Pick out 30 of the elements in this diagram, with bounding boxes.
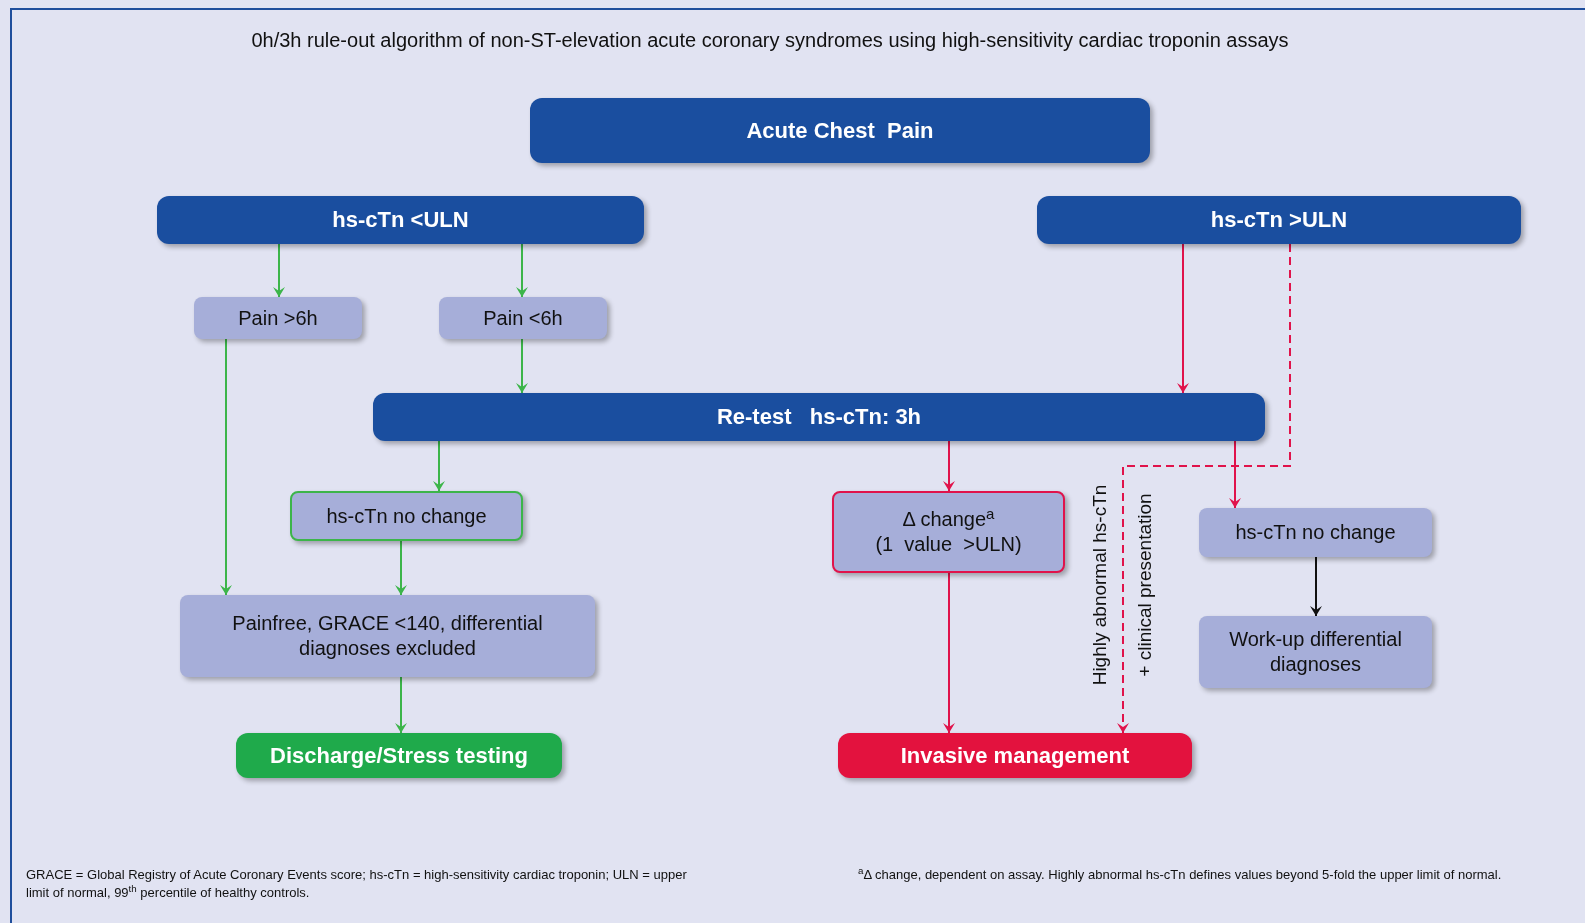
arrow bbox=[516, 338, 528, 394]
edge-label: Highly abnormal hs-cTn + clinical presentation bbox=[1087, 483, 1156, 688]
arrow bbox=[516, 243, 528, 298]
process-box: hs-cTn no change bbox=[290, 491, 523, 541]
arrow bbox=[1177, 243, 1189, 394]
process-box: Painfree, GRACE <140, differential diagnoses excluded bbox=[180, 595, 595, 677]
process-box: Re-test hs-cTn: 3h bbox=[373, 393, 1265, 441]
arrow bbox=[273, 243, 285, 298]
arrow bbox=[943, 440, 955, 492]
process-box: Δ change$^{a}$ (1 value >ULN) bbox=[832, 491, 1065, 573]
arrow bbox=[1229, 440, 1241, 509]
outcome-box: Invasive management bbox=[838, 733, 1192, 778]
process-box: Acute Chest Pain bbox=[530, 98, 1150, 163]
arrow bbox=[220, 338, 232, 596]
arrow bbox=[395, 540, 407, 596]
arrow bbox=[395, 676, 407, 734]
diagram-title: 0h/3h rule-out algorithm of non-ST-elevation acute coronary syndromes using high-sensitivity cardiac troponin assays bbox=[250, 28, 1290, 53]
arrow bbox=[1117, 243, 1291, 734]
process-box: hs-cTn no change bbox=[1199, 508, 1432, 557]
process-box: Work-up differential diagnoses bbox=[1199, 616, 1432, 688]
arrow bbox=[1310, 556, 1322, 617]
arrow bbox=[433, 440, 445, 492]
footnote: $^{a}$Δ change, dependent on assay. Highly abnormal hs-cTn defines values beyond 5-fold the upper limit of normal. bbox=[858, 866, 1503, 884]
process-box: Pain >6h bbox=[194, 297, 362, 339]
footnote: GRACE = Global Registry of Acute Coronary Events score; hs-cTn = high-sensitivity cardiac troponin; ULN = upper limit of normal, 99$^{th}$ percentile of healthy controls. bbox=[26, 866, 688, 902]
process-box: hs-cTn <ULN bbox=[157, 196, 644, 244]
process-box: Pain <6h bbox=[439, 297, 607, 339]
arrow bbox=[943, 572, 955, 734]
process-box: hs-cTn >ULN bbox=[1037, 196, 1521, 244]
outcome-box: Discharge/Stress testing bbox=[236, 733, 562, 778]
